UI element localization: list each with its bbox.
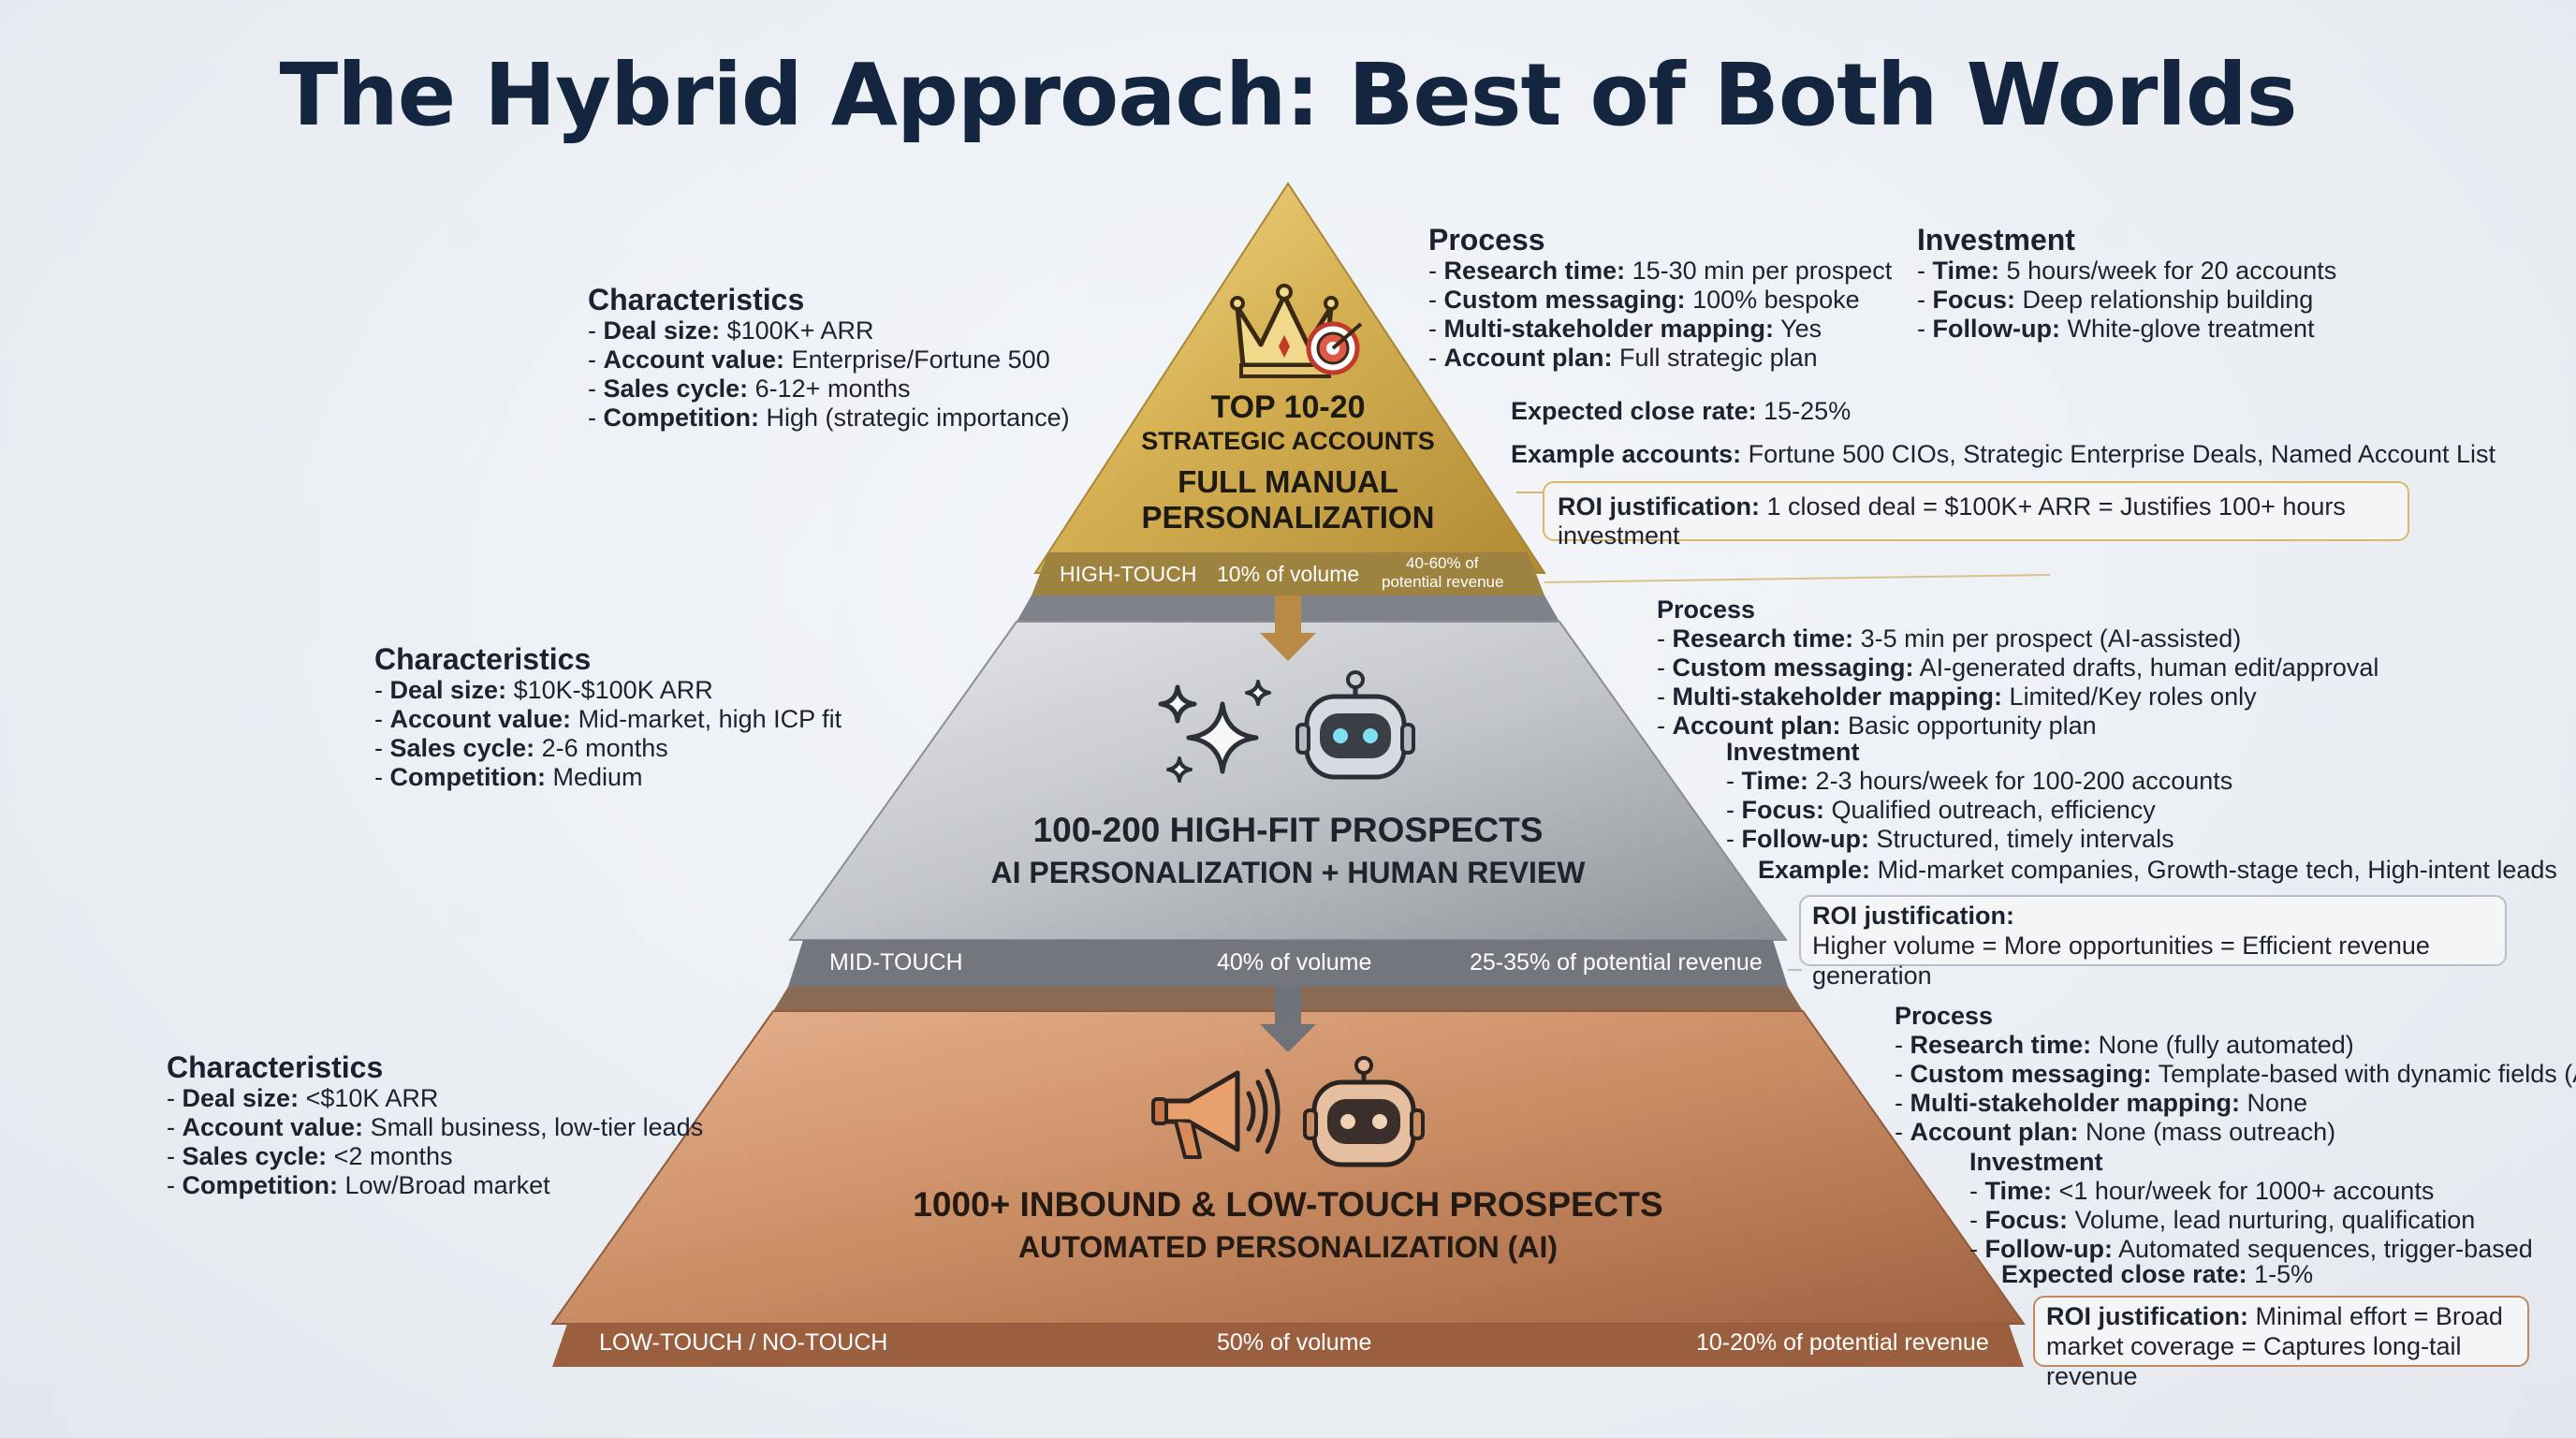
low-close-rate: Expected close rate: 1-5% <box>2001 1260 2314 1288</box>
top-close-rate: Expected close rate: 15-25% <box>1511 397 1852 425</box>
low-char-item: - Account value: Small business, low-tie… <box>167 1113 704 1141</box>
top-process-item: - Account plan: Full strategic plan <box>1428 344 1818 372</box>
sparkles-icon <box>1158 680 1271 783</box>
top-process-item: - Custom messaging: 100% bespoke <box>1428 286 1860 314</box>
low-invest-item: - Time: <1 hour/week for 1000+ accounts <box>1969 1177 2435 1205</box>
low-process-item: - Research time: None (fully automated) <box>1895 1031 2354 1059</box>
low-characteristics-heading: Characteristics <box>167 1050 384 1084</box>
low-band-touch: LOW-TOUCH / NO-TOUCH <box>599 1329 888 1356</box>
mid-characteristics: Characteristics - Deal size: $10K-$100K … <box>374 642 842 792</box>
mid-char-item: - Competition: Medium <box>374 763 643 791</box>
low-tier-band <box>552 1324 2024 1367</box>
top-connector-line <box>1544 574 2051 583</box>
low-char-item: - Deal size: <$10K ARR <box>167 1084 439 1112</box>
mid-roi-box: ROI justification:Higher volume = More o… <box>1799 895 2507 990</box>
low-tier-line1: 1000+ INBOUND & LOW-TOUCH PROSPECTS <box>913 1185 1663 1224</box>
mid-char-item: - Deal size: $10K-$100K ARR <box>374 676 713 704</box>
arrow-mid-to-low <box>1260 987 1316 1052</box>
arrow-top-to-mid <box>1260 595 1316 661</box>
top-char-item: - Sales cycle: 6-12+ months <box>588 374 911 403</box>
top-tier-line4: PERSONALIZATION <box>1141 500 1435 535</box>
mid-band-touch: MID-TOUCH <box>829 949 963 976</box>
top-tier-line3: FULL MANUAL <box>1178 464 1398 499</box>
mid-band-revenue: 25-35% of potential revenue <box>1470 949 1763 976</box>
top-char-item: - Account value: Enterprise/Fortune 500 <box>588 345 1050 374</box>
top-band-touch: HIGH-TOUCH <box>1060 562 1197 586</box>
mid-process: Process - Research time: 3-5 min per pro… <box>1657 595 2378 741</box>
mid-tier-shape <box>788 621 1788 941</box>
top-roi-box: ROI justification: 1 closed deal = $100K… <box>1543 481 2409 550</box>
top-char-item: - Deal size: $100K+ ARR <box>588 316 874 345</box>
top-example-accounts: Example accounts: Fortune 500 CIOs, Stra… <box>1511 440 2496 468</box>
low-invest-item: - Focus: Volume, lead nurturing, qualifi… <box>1969 1206 2476 1234</box>
mid-process-item: - Account plan: Basic opportunity plan <box>1657 712 2097 740</box>
top-invest-item: - Time: 5 hours/week for 20 accounts <box>1917 257 2337 285</box>
top-characteristics: Characteristics - Deal size: $100K+ ARR … <box>588 283 1070 433</box>
mid-tier-line1: 100-200 HIGH-FIT PROSPECTS <box>1032 811 1544 849</box>
top-char-item: - Competition: High (strategic importanc… <box>588 404 1070 432</box>
low-tier-shape <box>550 1010 2026 1325</box>
mid-band-volume: 40% of volume <box>1217 949 1372 976</box>
mid-char-item: - Account value: Mid-market, high ICP fi… <box>374 705 842 733</box>
low-process: Process - Research time: None (fully aut… <box>1895 1002 2576 1147</box>
top-band-volume: 10% of volume <box>1217 562 1360 586</box>
mid-example: Example: Mid-market companies, Growth-st… <box>1758 856 2557 884</box>
mid-invest-item: - Follow-up: Structured, timely interval… <box>1726 825 2174 853</box>
mid-characteristics-heading: Characteristics <box>374 642 592 676</box>
mid-process-heading: Process <box>1657 595 1756 624</box>
top-process-item: - Research time: 15-30 min per prospect <box>1428 257 1893 285</box>
mid-investment: Investment - Time: 2-3 hours/week for 10… <box>1726 738 2232 854</box>
mid-investment-heading: Investment <box>1726 738 1860 766</box>
mid-invest-item: - Focus: Qualified outreach, efficiency <box>1726 796 2156 824</box>
low-investment: Investment - Time: <1 hour/week for 1000… <box>1969 1148 2533 1264</box>
top-tier-line1: TOP 10-20 <box>1210 389 1366 425</box>
top-characteristics-heading: Characteristics <box>588 283 805 316</box>
top-investment: Investment - Time: 5 hours/week for 20 a… <box>1917 223 2336 344</box>
low-char-item: - Sales cycle: <2 months <box>167 1142 453 1170</box>
top-band-revenue-2: potential revenue <box>1382 573 1504 591</box>
mid-char-item: - Sales cycle: 2-6 months <box>374 734 668 762</box>
low-process-heading: Process <box>1895 1002 1994 1030</box>
mid-invest-item: - Time: 2-3 hours/week for 100-200 accou… <box>1726 767 2233 795</box>
low-process-item: - Custom messaging: Template-based with … <box>1895 1060 2576 1088</box>
top-invest-item: - Focus: Deep relationship building <box>1917 286 2314 314</box>
low-roi-box: ROI justification: Minimal effort = Broa… <box>2033 1296 2529 1390</box>
top-tier-band <box>1032 552 1544 595</box>
low-invest-item: - Follow-up: Automated sequences, trigge… <box>1969 1235 2533 1263</box>
top-process: Process - Research time: 15-30 min per p… <box>1428 223 1892 373</box>
top-invest-item: - Follow-up: White-glove treatment <box>1917 315 2315 343</box>
low-process-item: - Account plan: None (mass outreach) <box>1895 1118 2336 1146</box>
robot-icon <box>1295 670 1415 780</box>
mid-tier-band <box>788 940 1788 987</box>
low-investment-heading: Investment <box>1969 1148 2103 1176</box>
crown-target-icon <box>1230 284 1363 378</box>
low-char-item: - Competition: Low/Broad market <box>167 1171 550 1199</box>
megaphone-icon <box>1151 1068 1281 1159</box>
low-band-revenue: 10-20% of potential revenue <box>1696 1329 1989 1356</box>
page-title: The Hybrid Approach: Best of Both Worlds <box>279 45 2297 145</box>
top-process-item: - Multi-stakeholder mapping: Yes <box>1428 315 1822 343</box>
low-band-volume: 50% of volume <box>1217 1329 1372 1356</box>
top-band-revenue-1: 40-60% of <box>1406 554 1479 572</box>
low-characteristics: Characteristics - Deal size: <$10K ARR -… <box>167 1050 703 1200</box>
top-investment-heading: Investment <box>1917 223 2075 257</box>
low-tier-line2: AUTOMATED PERSONALIZATION (AI) <box>1018 1230 1558 1264</box>
low-process-item: - Multi-stakeholder mapping: None <box>1895 1089 2308 1117</box>
mid-process-item: - Research time: 3-5 min per prospect (A… <box>1657 624 2242 653</box>
robot-icon-2 <box>1303 1056 1425 1167</box>
mid-process-item: - Custom messaging: AI-generated drafts,… <box>1657 653 2379 682</box>
mid-process-item: - Multi-stakeholder mapping: Limited/Key… <box>1657 682 2257 711</box>
mid-tier-line2: AI PERSONALIZATION + HUMAN REVIEW <box>990 856 1586 889</box>
top-tier-line2: STRATEGIC ACCOUNTS <box>1141 427 1435 455</box>
top-process-heading: Process <box>1428 223 1545 257</box>
